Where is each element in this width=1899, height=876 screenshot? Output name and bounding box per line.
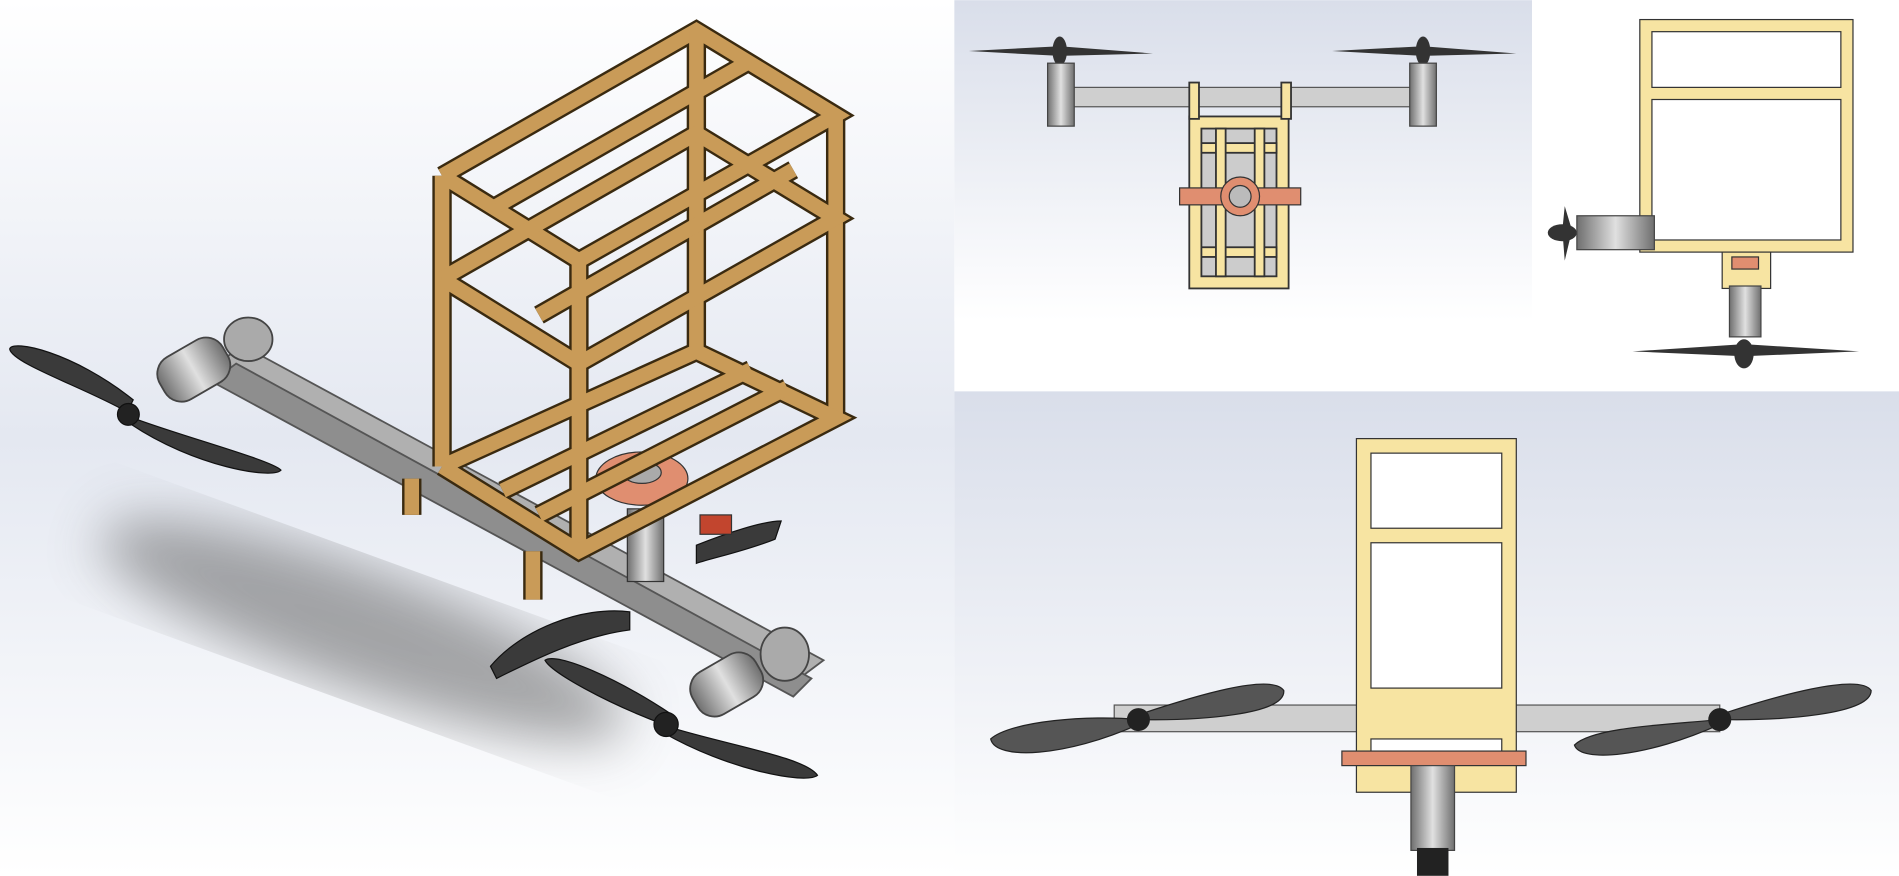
isometric-view bbox=[0, 0, 955, 876]
motor bbox=[1728, 285, 1762, 338]
motor bbox=[1410, 764, 1456, 851]
frame bbox=[1355, 437, 1517, 793]
motor-mount bbox=[1341, 750, 1527, 767]
front-view bbox=[954, 391, 1899, 876]
motor bbox=[1409, 62, 1437, 127]
propeller bbox=[990, 683, 1872, 756]
motor bbox=[156, 316, 810, 718]
motor-mount bbox=[1731, 256, 1760, 270]
motor bbox=[1576, 215, 1655, 251]
top-view bbox=[954, 0, 1533, 322]
propeller bbox=[9, 345, 819, 779]
side-view bbox=[1532, 0, 1899, 392]
propeller bbox=[968, 36, 1517, 66]
propeller bbox=[1547, 206, 1860, 369]
drop-shadow bbox=[100, 518, 626, 741]
motor bbox=[1046, 62, 1075, 127]
frame bbox=[1639, 18, 1854, 253]
